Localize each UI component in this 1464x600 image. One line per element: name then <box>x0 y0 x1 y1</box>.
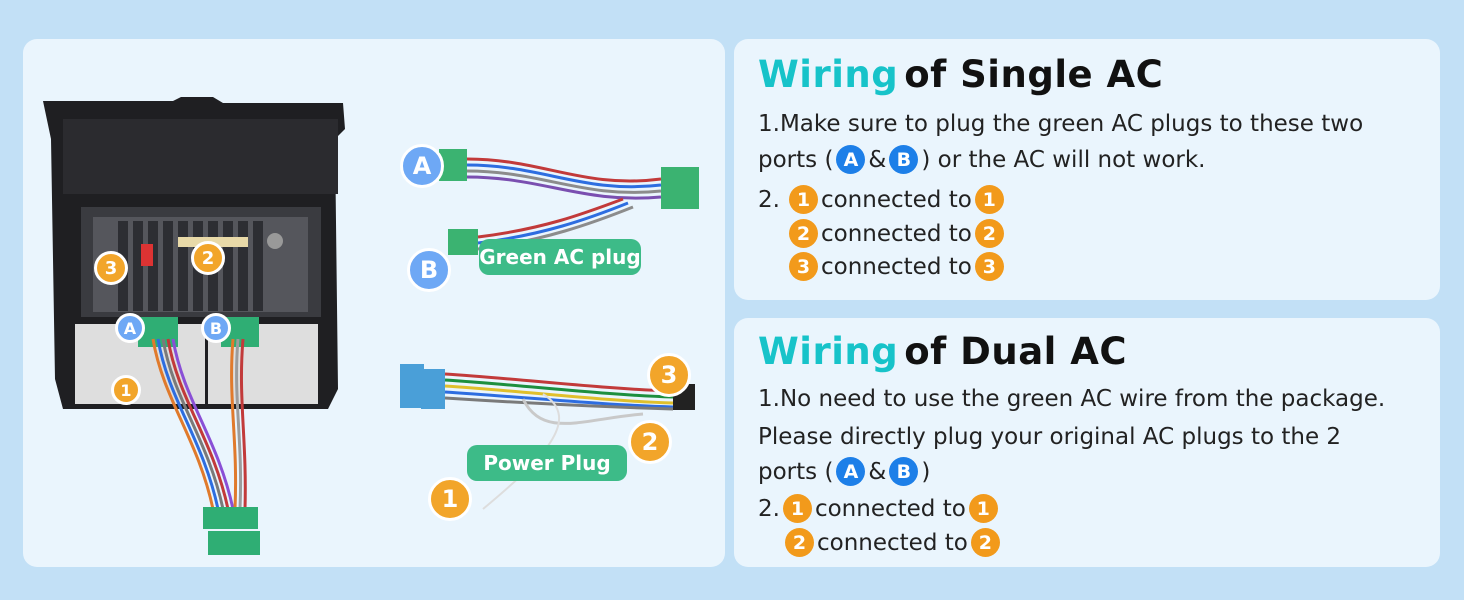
title-accent: Wiring <box>758 53 899 96</box>
callout-2-harness: 2 <box>628 420 672 464</box>
badge-a: A <box>836 457 866 486</box>
single-step-2-row-3: 3 connected to 3 <box>786 252 1007 281</box>
badge-2: 2 <box>970 528 1000 557</box>
badge-1: 1 <box>788 185 818 214</box>
callout-3-unit: 3 <box>94 251 128 285</box>
line3-pre: ports ( <box>758 458 834 485</box>
badge-b: B <box>889 457 919 486</box>
single-step-2-row-1: 2. 1 connected to 1 <box>758 185 1007 214</box>
badge-2: 2 <box>974 219 1004 248</box>
callout-1-harness: 1 <box>428 477 472 521</box>
step2-prefix: 2. <box>758 495 780 522</box>
callout-a-unit: A <box>115 313 145 343</box>
line2-pre: ports ( <box>758 146 834 173</box>
badge-1: 1 <box>968 494 998 523</box>
badge-3: 3 <box>974 252 1004 281</box>
badge-a: A <box>836 145 866 174</box>
callout-2-unit: 2 <box>191 241 225 275</box>
power-plug-label: Power Plug <box>467 445 627 481</box>
connected-text: connected to <box>814 495 966 522</box>
badge-2: 2 <box>789 219 818 248</box>
single-line-1: 1.Make sure to plug the green AC plugs t… <box>758 111 1364 137</box>
badge-2: 2 <box>785 528 814 557</box>
badge-1: 1 <box>974 185 1004 214</box>
callout-a-harness: A <box>400 144 444 188</box>
connected-text: connected to <box>821 220 972 247</box>
line2-amp: & <box>868 146 887 173</box>
dual-step-2-row-2: 2 connected to 2 <box>782 528 1003 557</box>
title-rest: of Dual AC <box>904 330 1128 373</box>
single-step-2-row-2: 2 connected to 2 <box>786 219 1007 248</box>
head-unit-image <box>43 97 699 555</box>
callout-b-unit: B <box>201 313 231 343</box>
dual-step-2-row-1: 2. 1 connected to 1 <box>758 494 1001 523</box>
line3-post: ) <box>921 458 931 485</box>
connected-text: connected to <box>820 186 972 213</box>
callout-3-harness: 3 <box>647 353 691 397</box>
title-accent: Wiring <box>758 330 899 373</box>
connected-text: connected to <box>821 253 972 280</box>
line2-post: ) or the AC will not work. <box>921 146 1206 173</box>
badge-1: 1 <box>782 494 812 523</box>
callout-b-harness: B <box>407 248 451 292</box>
badge-b: B <box>889 145 919 174</box>
badge-3: 3 <box>789 252 818 281</box>
connected-text: connected to <box>817 529 968 556</box>
dual-line-2: Please directly plug your original AC pl… <box>758 424 1342 450</box>
line3-amp: & <box>868 458 887 485</box>
title-rest: of Single AC <box>904 53 1164 96</box>
callout-1-unit: 1 <box>111 375 141 405</box>
step2-prefix: 2. <box>758 186 780 213</box>
dual-line-1: 1.No need to use the green AC wire from … <box>758 386 1386 412</box>
diagram-panel: 3 2 A B 1 A B Green AC plug 3 2 1 Power … <box>23 39 725 567</box>
dual-line-3: ports ( A & B ) <box>758 457 930 486</box>
green-ac-plug-label: Green AC plug <box>479 239 641 275</box>
single-line-2: ports ( A & B ) or the AC will not work. <box>758 145 1205 174</box>
